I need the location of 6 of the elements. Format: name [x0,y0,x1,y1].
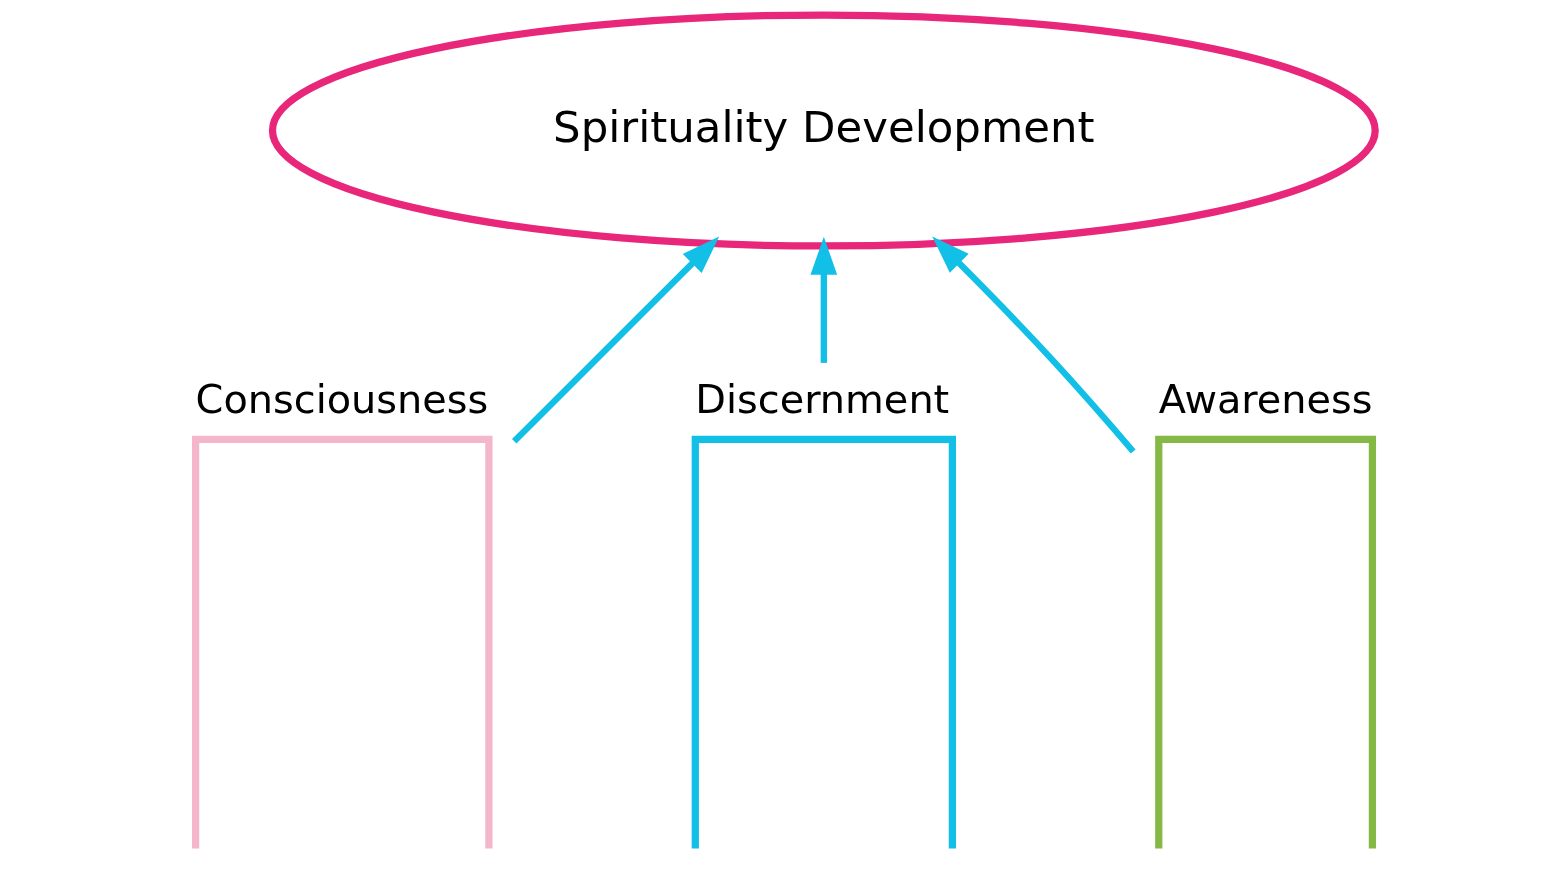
node-ellipse: Spirituality Development [268,11,1379,250]
node-text: Awareness [1158,376,1373,423]
arrow [932,236,1136,454]
node-text: Discernment [695,376,950,423]
node-text: Consciousness [195,376,489,423]
arrow [512,236,720,444]
